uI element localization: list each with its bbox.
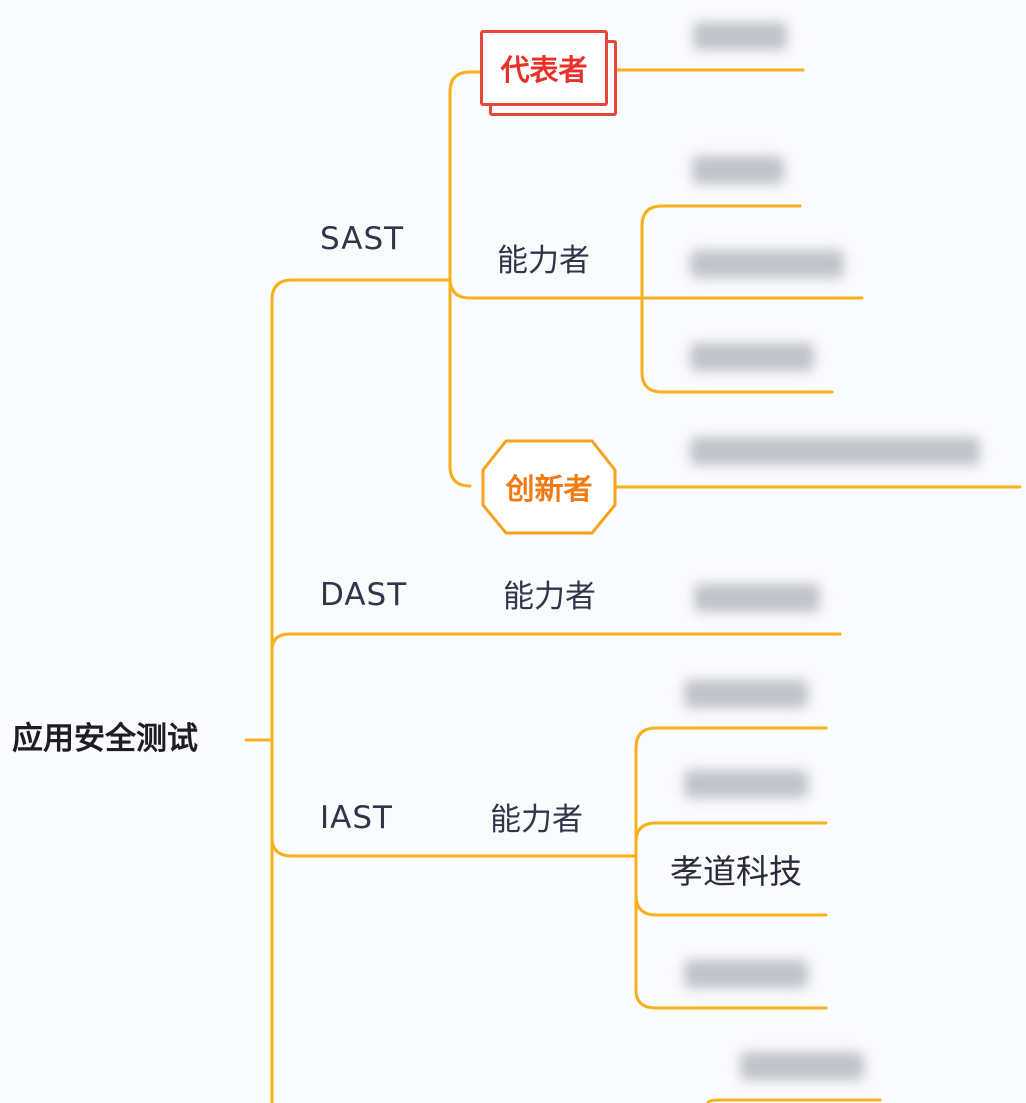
sast-capable-line (448, 276, 864, 300)
representative-label: 代表者 (500, 53, 588, 87)
blurred-leaf-10 (740, 1052, 864, 1080)
blurred-leaf-3 (690, 250, 844, 278)
blurred-leaf-5 (690, 437, 980, 465)
blurred-leaf-1 (693, 22, 787, 50)
root-node: 应用安全测试 (12, 721, 198, 757)
blurred-leaf-6 (694, 584, 820, 612)
blurred-leaf-2 (692, 156, 784, 184)
dast-line (270, 632, 842, 652)
category-sast: SAST (320, 221, 405, 257)
dast-capable-label: 能力者 (503, 579, 596, 615)
sast-capable-label: 能力者 (497, 243, 590, 279)
innovator-label: 创新者 (505, 472, 593, 506)
innovator-node: 创新者 (483, 441, 615, 533)
highlighted-leaf: 孝道科技 (670, 852, 802, 891)
blurred-leaf-4 (690, 343, 814, 371)
blurred-leaf-7 (684, 680, 808, 708)
category-dast: DAST (320, 577, 408, 613)
innovator-hexagon (481, 439, 617, 535)
blurred-leaf-8 (684, 770, 808, 798)
sast-sub-trunk (448, 70, 472, 488)
main-trunk (270, 278, 294, 1103)
blurred-leaf-9 (684, 960, 808, 988)
category-iast: IAST (320, 800, 393, 836)
representative-node: 代表者 (480, 30, 608, 106)
iast-capable-label: 能力者 (490, 802, 583, 838)
iast-line (270, 836, 638, 858)
